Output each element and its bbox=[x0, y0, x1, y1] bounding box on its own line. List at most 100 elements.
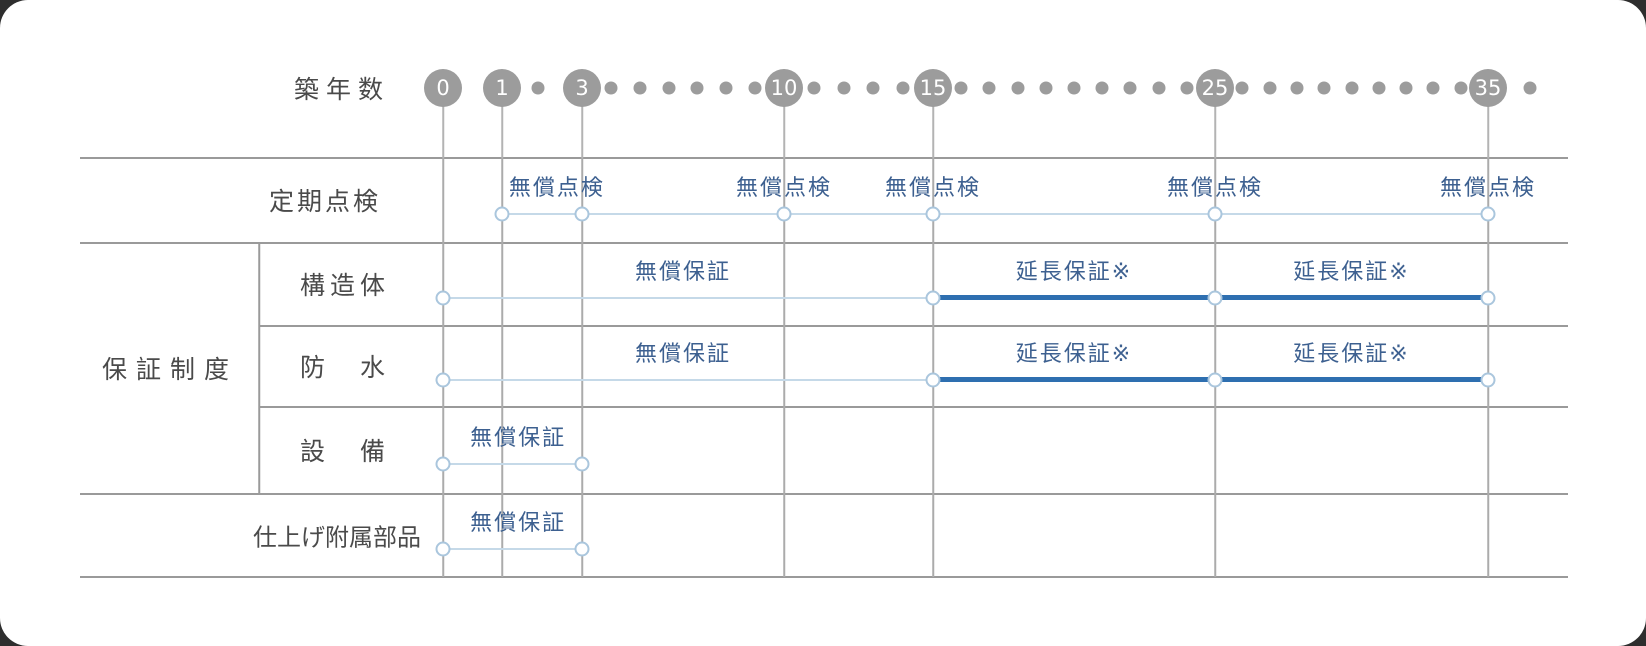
marker-circle bbox=[925, 206, 941, 221]
row-label-equipment: 設 備 bbox=[299, 437, 391, 466]
axis-dot bbox=[1317, 81, 1331, 95]
grid-vline bbox=[1214, 158, 1216, 577]
marker-circle bbox=[925, 372, 941, 387]
marker-circle bbox=[574, 541, 590, 556]
year-circle: 1 bbox=[483, 69, 521, 107]
axis-stem bbox=[783, 105, 785, 158]
segment-extended bbox=[933, 295, 1215, 300]
axis-dot bbox=[1523, 81, 1537, 95]
axis-dot bbox=[662, 81, 676, 95]
year-circle: 10 bbox=[765, 69, 803, 107]
timeline-label: 無償点検 bbox=[508, 175, 605, 201]
axis-dot bbox=[690, 81, 704, 95]
segment-free bbox=[443, 462, 582, 465]
timeline-label: 無償保証 bbox=[634, 341, 732, 367]
axis-stem bbox=[932, 105, 934, 158]
grid-vline bbox=[442, 158, 444, 577]
table-row-divider bbox=[80, 493, 1568, 495]
timeline-label: 延長保証※ bbox=[1293, 341, 1410, 367]
year-circle: 3 bbox=[563, 69, 601, 107]
segment-free bbox=[443, 296, 933, 299]
segment-extended bbox=[1215, 377, 1488, 382]
axis-dot bbox=[954, 81, 968, 95]
marker-circle bbox=[1480, 290, 1496, 305]
row-group-label-warranty: 保証制度 bbox=[101, 355, 239, 384]
axis-dot bbox=[1345, 81, 1358, 95]
timeline-label: 無償点検 bbox=[1439, 175, 1537, 201]
timeline-label: 延長保証※ bbox=[1015, 341, 1133, 367]
timeline-label: 無償保証 bbox=[470, 510, 567, 536]
axis-dot bbox=[1426, 81, 1440, 95]
segment-free bbox=[502, 212, 1488, 215]
timeline-label: 無償点検 bbox=[884, 175, 982, 201]
marker-circle bbox=[1480, 206, 1496, 221]
table-row-divider bbox=[80, 242, 1568, 244]
axis-dot bbox=[837, 81, 851, 95]
axis-dot bbox=[1067, 81, 1081, 95]
marker-circle bbox=[494, 206, 510, 221]
row-label-inspection: 定期点検 bbox=[268, 187, 382, 216]
marker-circle bbox=[435, 372, 451, 387]
timeline-label: 無償保証 bbox=[470, 425, 567, 451]
axis-dot bbox=[531, 81, 545, 95]
marker-circle bbox=[1480, 372, 1496, 387]
axis-dot bbox=[1152, 81, 1166, 95]
row-label-waterproof: 防 水 bbox=[299, 353, 391, 382]
segment-extended bbox=[933, 377, 1215, 382]
axis-dot bbox=[1011, 81, 1025, 95]
timeline-label: 無償点検 bbox=[735, 175, 833, 201]
marker-circle bbox=[1207, 372, 1223, 387]
year-circle: 35 bbox=[1469, 69, 1507, 107]
row-label-structure: 構造体 bbox=[299, 271, 391, 300]
axis-dot bbox=[1399, 81, 1413, 95]
timeline-label: 無償点検 bbox=[1166, 175, 1264, 201]
year-circle: 25 bbox=[1196, 69, 1234, 107]
marker-circle bbox=[776, 206, 792, 221]
axis-stem bbox=[442, 105, 444, 158]
axis-title: 築年数 bbox=[293, 75, 391, 104]
axis-dot bbox=[1095, 81, 1109, 95]
axis-dot bbox=[896, 81, 910, 95]
marker-circle bbox=[574, 206, 590, 221]
table-row-divider bbox=[259, 325, 1568, 327]
axis-dot bbox=[1039, 81, 1053, 95]
grid-vline bbox=[581, 158, 583, 577]
axis-stem bbox=[501, 105, 503, 158]
segment-extended bbox=[1215, 295, 1488, 300]
axis-dot bbox=[1454, 81, 1468, 95]
axis-dot bbox=[807, 81, 821, 95]
marker-circle bbox=[435, 541, 451, 556]
segment-free bbox=[443, 378, 933, 381]
axis-dot bbox=[748, 81, 762, 95]
marker-circle bbox=[435, 456, 451, 471]
axis-dot bbox=[1123, 81, 1137, 95]
marker-circle bbox=[925, 290, 941, 305]
axis-dot bbox=[719, 81, 733, 95]
row-label-finish-parts: 仕上げ附属部品 bbox=[253, 523, 421, 552]
axis-dot bbox=[1235, 81, 1249, 95]
axis-dot bbox=[633, 81, 647, 95]
year-circle: 0 bbox=[424, 69, 462, 107]
marker-circle bbox=[1207, 206, 1223, 221]
axis-stem bbox=[1487, 105, 1489, 158]
axis-dot bbox=[1263, 81, 1277, 95]
axis-dot bbox=[604, 81, 618, 95]
table-row-divider bbox=[80, 157, 1568, 159]
axis-dot bbox=[866, 81, 880, 95]
table-row-divider bbox=[80, 576, 1568, 578]
table-row-divider bbox=[259, 406, 1568, 408]
marker-circle bbox=[435, 290, 451, 305]
timeline-label: 延長保証※ bbox=[1293, 259, 1410, 285]
axis-dot bbox=[982, 81, 996, 95]
grid-vline bbox=[783, 158, 785, 577]
grid-vline bbox=[1487, 158, 1489, 577]
timeline-label: 延長保証※ bbox=[1015, 259, 1133, 285]
grid-vline bbox=[932, 158, 934, 577]
year-circle: 15 bbox=[914, 69, 952, 107]
timeline-label: 無償保証 bbox=[634, 259, 732, 285]
segment-free bbox=[443, 547, 582, 550]
marker-circle bbox=[1207, 290, 1223, 305]
axis-dot bbox=[1290, 81, 1304, 95]
